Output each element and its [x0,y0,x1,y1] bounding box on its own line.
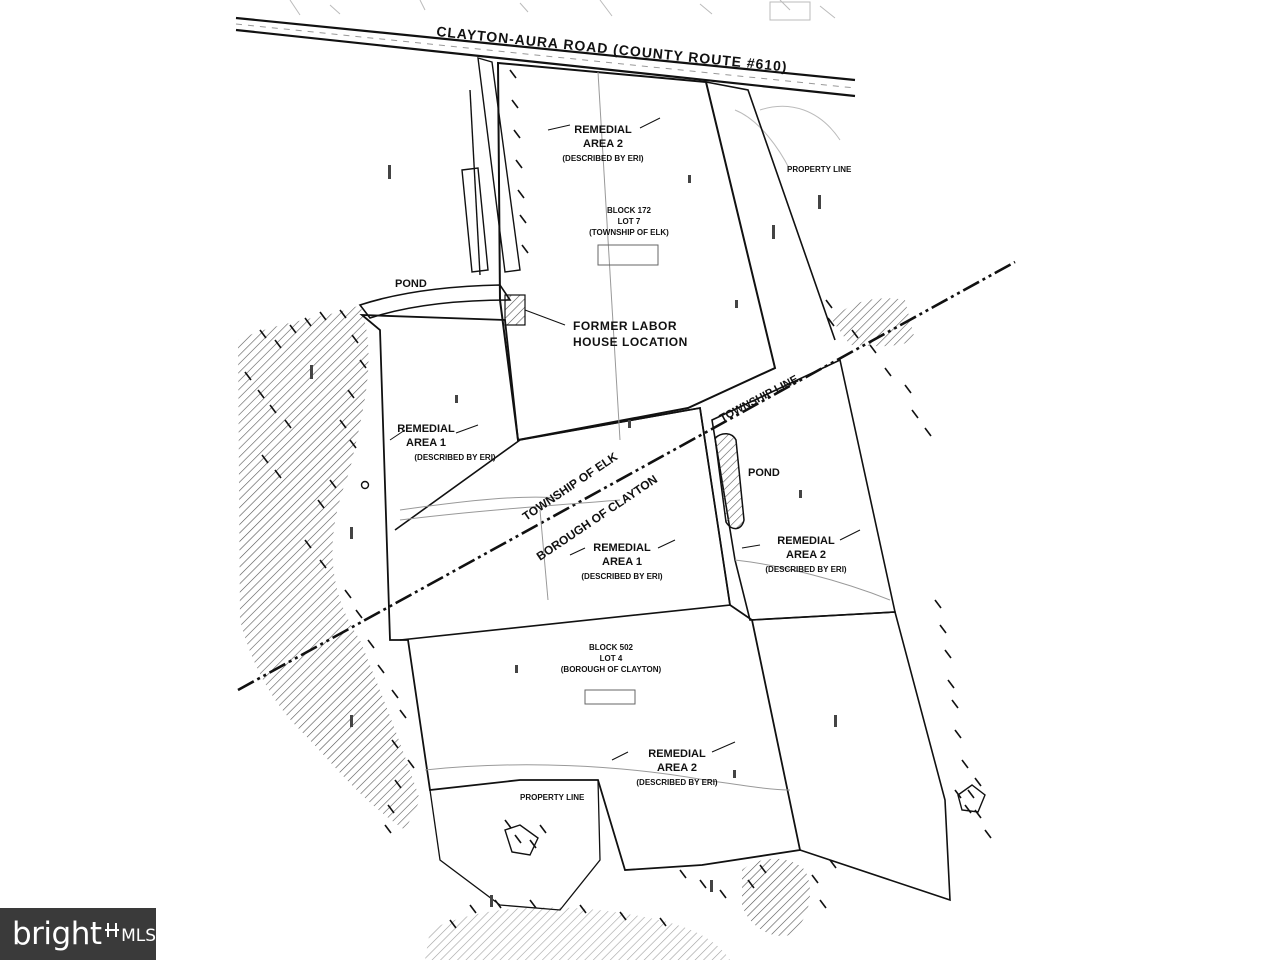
svg-text:(TOWNSHIP OF ELK): (TOWNSHIP OF ELK) [589,228,669,237]
svg-text:(DESCRIBED BY ERI): (DESCRIBED BY ERI) [562,154,644,163]
watermark-brand: bright [12,916,102,952]
woods-east [832,298,915,347]
remedial-area-1-center-boundary [394,407,731,641]
pond-west-shape [358,284,512,319]
svg-text:AREA 2: AREA 2 [786,549,826,561]
svg-text:(DESCRIBED BY ERI): (DESCRIBED BY ERI) [581,572,663,581]
svg-text:AREA 2: AREA 2 [657,762,697,774]
county-road [235,16,856,98]
property-line-north [705,81,836,341]
woods-south-east [742,858,810,936]
svg-text:REMEDIAL: REMEDIAL [648,748,706,760]
remedial-area-1-center-label: REMEDIAL AREA 1 (DESCRIBED BY ERI) [581,542,663,581]
woods-west [238,305,420,830]
block-172-boundary [496,61,777,442]
township-line-label: TOWNSHIP LINE [718,373,800,424]
svg-text:AREA 1: AREA 1 [602,556,642,568]
interior-lines [399,71,891,791]
survey-benchmark [360,480,370,490]
property-line-south [429,779,601,911]
leader-lines [389,117,861,761]
svg-text:(DESCRIBED BY ERI): (DESCRIBED BY ERI) [636,778,718,787]
watermark-suffix: MLS [121,926,156,946]
road-label: CLAYTON-AURA ROAD (COUNTY ROUTE #610) [436,23,789,75]
block-502-label: BLOCK 502 LOT 4 (BOROUGH OF CLAYTON) [561,643,662,674]
township-line [237,260,1016,692]
svg-text:LOT 7: LOT 7 [618,217,641,226]
svg-text:HOUSE LOCATION: HOUSE LOCATION [573,335,688,349]
svg-text:(DESCRIBED BY ERI): (DESCRIBED BY ERI) [765,565,847,574]
survey-polygon-south [504,824,539,856]
property-line-north-label: PROPERTY LINE [787,165,852,174]
svg-text:LOT 4: LOT 4 [600,654,623,663]
mls-watermark: bright MLS [0,908,156,960]
pond-east-shape [714,433,745,530]
block-172-label: BLOCK 172 LOT 7 (TOWNSHIP OF ELK) [589,206,669,237]
survey-polygon-east [957,784,986,813]
svg-text:BLOCK 172: BLOCK 172 [607,206,652,215]
pond-east-label: POND [748,467,780,479]
remedial-area-1-west-label: REMEDIAL AREA 1 (DESCRIBED BY ERI) [397,423,496,462]
svg-text:REMEDIAL: REMEDIAL [777,535,835,547]
pond-west-label: POND [395,278,427,290]
survey-markers [244,69,992,929]
east-parcel-south [751,611,951,902]
svg-text:REMEDIAL: REMEDIAL [593,542,651,554]
remedial-area-2-north-label: REMEDIAL AREA 2 (DESCRIBED BY ERI) [562,124,644,163]
svg-text:FORMER LABOR: FORMER LABOR [573,319,677,333]
roadside-features [289,0,841,171]
svg-text:REMEDIAL: REMEDIAL [574,124,632,136]
svg-text:BLOCK 502: BLOCK 502 [589,643,634,652]
svg-text:REMEDIAL: REMEDIAL [397,423,455,435]
driveway [461,57,521,276]
remedial-area-2-east-label: REMEDIAL AREA 2 (DESCRIBED BY ERI) [765,535,847,574]
remedial-area-2-south-label: REMEDIAL AREA 2 (DESCRIBED BY ERI) [636,748,718,787]
former-labor-house-label: FORMER LABOR HOUSE LOCATION [573,319,688,349]
property-line-south-label: PROPERTY LINE [520,793,585,802]
svg-text:AREA 1: AREA 1 [406,437,446,449]
woods-south [425,907,730,960]
mls-roof-icon [104,923,118,937]
survey-ticks [310,165,837,907]
svg-text:AREA 2: AREA 2 [583,138,623,150]
svg-text:(DESCRIBED BY ERI): (DESCRIBED BY ERI) [414,453,496,462]
svg-text:(BOROUGH OF CLAYTON): (BOROUGH OF CLAYTON) [561,665,662,674]
block-502-boundary [359,314,802,871]
